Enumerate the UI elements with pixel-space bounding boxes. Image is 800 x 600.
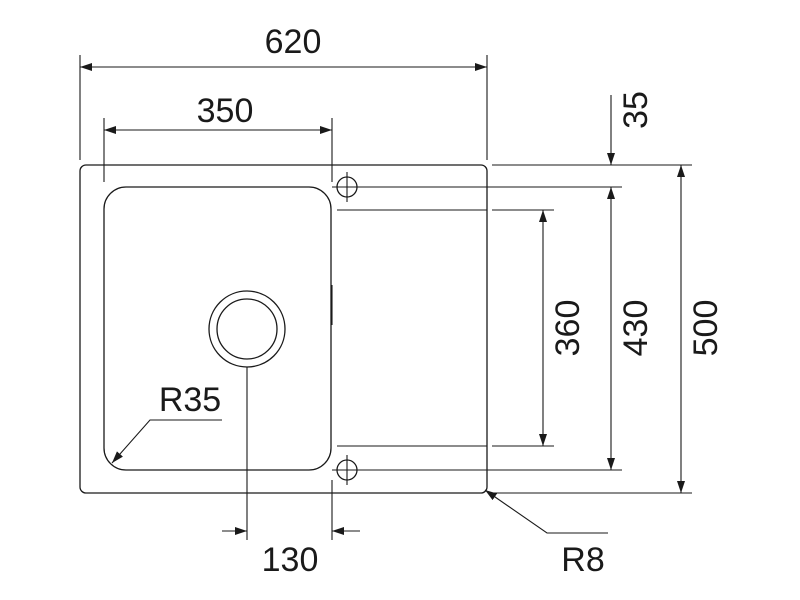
radius-label-outer: R8 bbox=[561, 541, 604, 579]
dim-label-bowl-width: 350 bbox=[197, 92, 254, 130]
radius-label-bowl: R35 bbox=[159, 381, 221, 419]
dim-label-overall-width: 620 bbox=[265, 23, 322, 61]
dim-label-inner-height: 430 bbox=[617, 300, 655, 357]
dim-label-drain-offset: 130 bbox=[262, 541, 319, 579]
sink-outer-frame bbox=[79, 164, 488, 494]
extension-lines bbox=[79, 55, 692, 540]
dim-label-overall-height: 500 bbox=[687, 300, 725, 357]
dim-label-drainer-height: 360 bbox=[549, 300, 587, 357]
dimension-lines bbox=[80, 63, 685, 535]
dimension-labels: 620 350 35 360 430 500 130 R35 R8 bbox=[159, 23, 725, 579]
drain-icon bbox=[208, 290, 286, 368]
leader-r8 bbox=[484, 489, 608, 534]
sink-outline bbox=[79, 164, 488, 494]
leader-r35 bbox=[111, 419, 222, 464]
sink-bowl bbox=[103, 186, 332, 471]
dim-label-top-offset: 35 bbox=[617, 91, 655, 129]
